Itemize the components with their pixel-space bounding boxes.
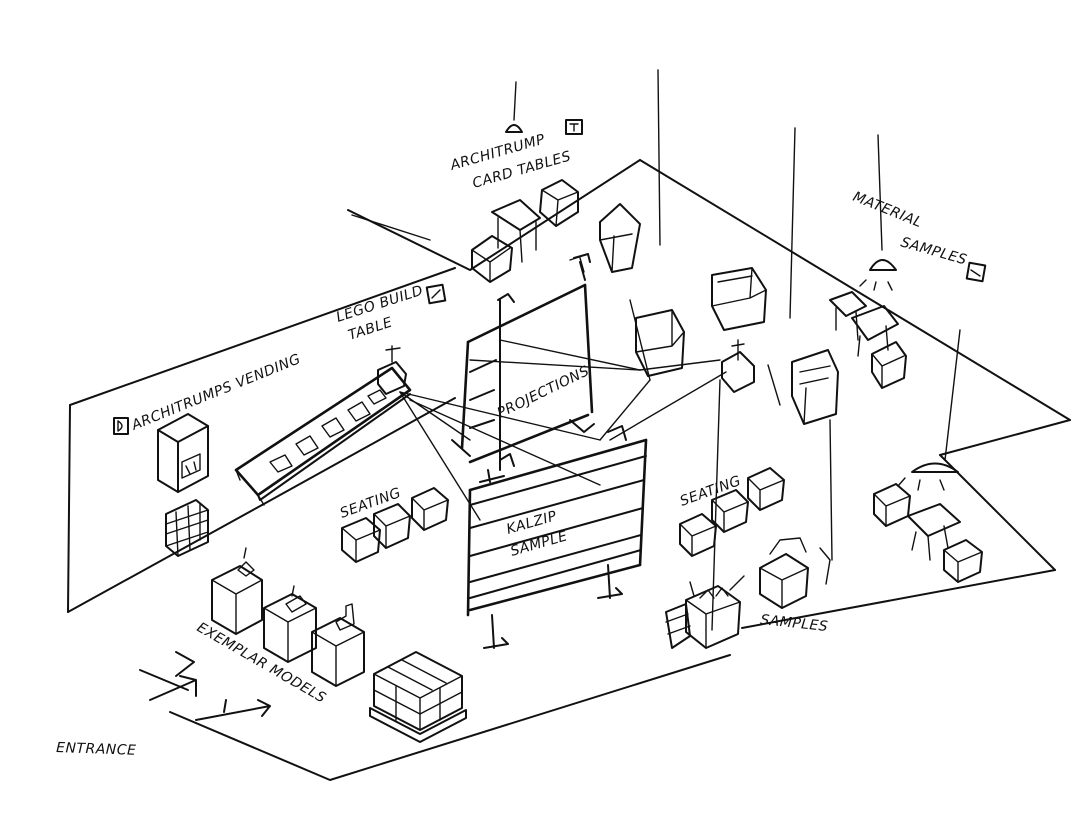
card-tables-right <box>873 483 983 583</box>
projections-label: PROJECTIONS <box>495 363 592 421</box>
entrance-label: ENTRANCE <box>56 740 137 759</box>
pen-icon <box>425 283 447 305</box>
card-tables-cluster <box>471 179 641 283</box>
vending-machine <box>157 413 209 557</box>
samples-label: SAMPLES <box>760 612 829 635</box>
samples-boxes <box>665 537 831 649</box>
room-outline <box>67 159 1071 781</box>
exemplar-model-plinths <box>211 547 365 687</box>
seating-left <box>341 487 449 563</box>
lego-build-table <box>234 345 412 506</box>
material-sample-stations <box>635 267 907 425</box>
projection-lines <box>399 299 727 521</box>
d-box-icon <box>113 417 129 435</box>
kalzip-sample-panel <box>466 425 648 649</box>
seating-left-label: SEATING <box>338 485 403 522</box>
material-samples-label-line1: MATERIAL <box>851 189 925 231</box>
seating-right-label: SEATING <box>678 473 743 510</box>
projection-screen <box>451 253 595 471</box>
material-samples-label-line2: SAMPLES <box>899 234 969 268</box>
tag-icon <box>965 261 987 283</box>
pallet-boxes <box>369 651 467 743</box>
exemplar-models-label: EXEMPLAR MODELS <box>194 620 329 707</box>
entrance-arrows <box>139 651 271 721</box>
vending-label: ARCHITRUMPS VENDING <box>129 351 304 434</box>
tv-icon <box>565 119 583 135</box>
seating-right <box>679 467 785 557</box>
pendant-lights <box>505 69 961 631</box>
